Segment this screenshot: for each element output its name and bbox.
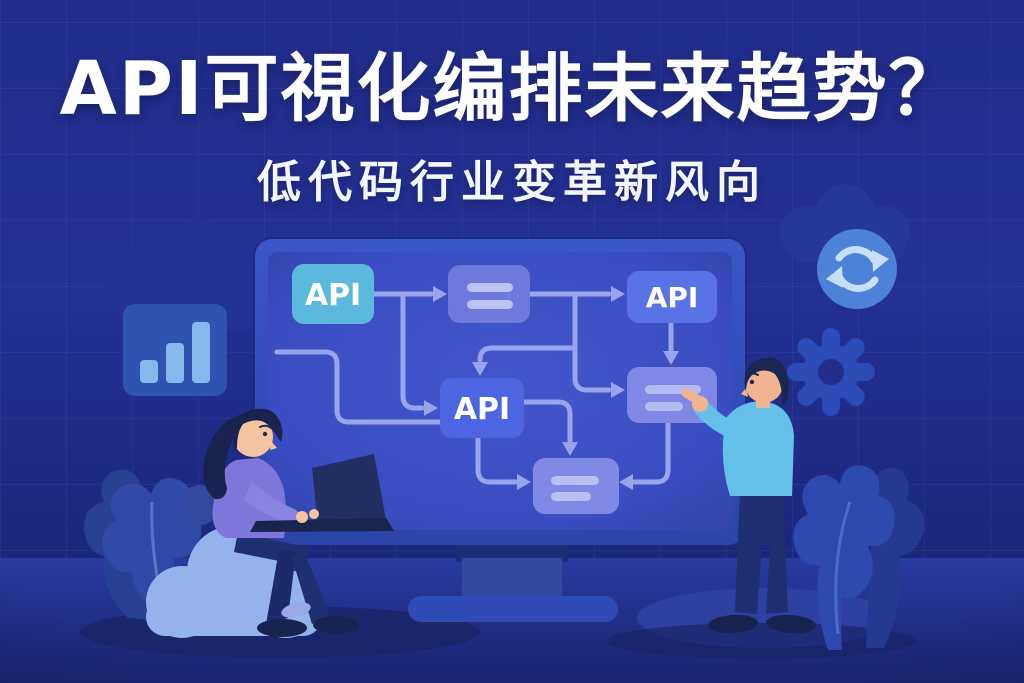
woman-hair — [203, 408, 283, 500]
monitor-stand-column — [462, 558, 562, 600]
api-node-label: API — [454, 392, 510, 427]
api-node-right: API — [627, 271, 717, 323]
woman-illustration — [146, 408, 394, 638]
placeholder-node-top — [448, 265, 530, 323]
banner-subtitle: 低代码行业变革新风向 — [257, 157, 767, 208]
flowchart-connectors — [274, 291, 674, 485]
man-pants — [735, 490, 788, 614]
leaf-decoration-left — [84, 469, 202, 620]
banner-title: API可視化编排未来趋势？ — [59, 46, 965, 132]
man-illustration — [681, 357, 816, 634]
monitor-stand-base — [408, 596, 618, 622]
placeholder-node-bottom — [533, 458, 619, 514]
man-shirt — [722, 401, 794, 496]
gear-icon — [787, 328, 875, 416]
flowchart: API API API — [274, 264, 717, 514]
bar-chart-icon — [123, 304, 227, 396]
api-node-label: API — [305, 278, 361, 313]
monitor: API API API — [253, 237, 747, 622]
flowchart-arrowheads — [424, 286, 679, 490]
api-node-center: API — [440, 378, 524, 438]
pointing-hand — [681, 388, 708, 408]
api-node-label: API — [646, 281, 699, 314]
woman-head — [233, 417, 273, 457]
refresh-icon — [817, 229, 897, 309]
laptop-icon — [250, 454, 394, 532]
man-hair — [744, 357, 789, 406]
leaf-decoration-right — [793, 465, 925, 650]
api-node-teal: API — [292, 264, 374, 324]
